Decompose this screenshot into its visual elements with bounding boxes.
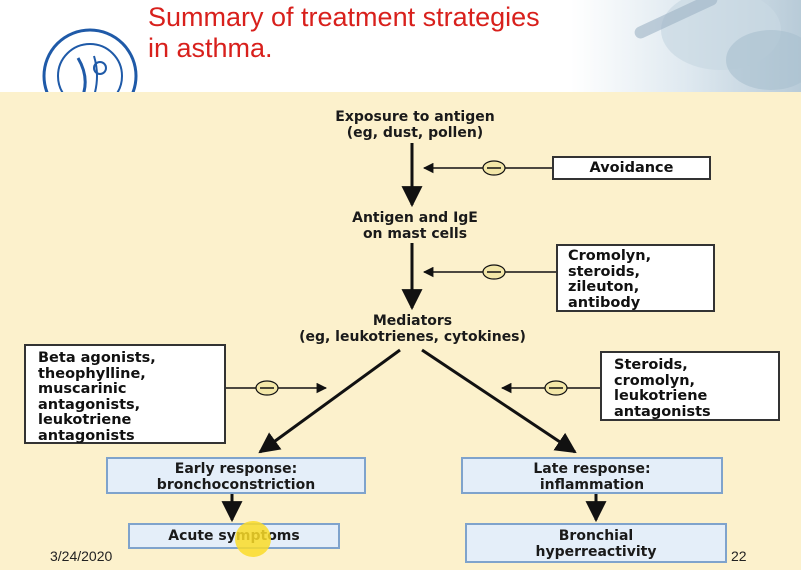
beta-line-3: muscarinic (38, 381, 127, 397)
box-avoidance: Avoidance (552, 156, 711, 180)
bronchial-line-2: hyperreactivity (535, 544, 657, 560)
inhibitor-symbol-cromolyn (482, 264, 506, 280)
pointer-highlight (235, 521, 271, 557)
beta-line-2: theophylline, (38, 365, 146, 382)
steroids-line-3: leukotriene (614, 388, 708, 404)
inhibitor-symbol-beta (255, 380, 279, 396)
cromolyn-line-2: steroids, (568, 263, 640, 280)
steroids-line-4: antagonists (614, 403, 711, 420)
node-exposure: Exposure to antigen (eg, dust, pollen) (290, 109, 540, 141)
box-acute-symptoms: Acute symptoms (128, 523, 340, 549)
beta-line-5: leukotriene (38, 412, 132, 428)
box-late-response: Late response: inflammation (461, 457, 723, 494)
cromolyn-line-1: Cromolyn, (568, 248, 652, 264)
box-steroids: Steroids, cromolyn, leukotriene antagoni… (600, 351, 780, 421)
beta-line-1: Beta agonists, (38, 350, 156, 366)
arrow-mediators-to-late (421, 348, 577, 454)
early-line-2: bronchoconstriction (156, 477, 316, 493)
cromolyn-line-4: antibody (568, 294, 641, 311)
university-logo (42, 28, 138, 92)
cromolyn-line-3: zileuton, (568, 279, 640, 295)
mediators-line-2: (eg, leukotrienes, cytokines) (299, 329, 526, 345)
slide-page-number: 22 (731, 548, 747, 564)
exposure-line-2: (eg, dust, pollen) (346, 125, 484, 141)
steroids-line-1: Steroids, (614, 357, 688, 373)
box-early-response: Early response: bronchoconstriction (106, 457, 366, 494)
bronchial-line-1: Bronchial (558, 528, 634, 544)
title-line-1: Summary of treatment strategies (148, 2, 540, 32)
beta-line-6: antagonists (38, 427, 135, 444)
arrow-mediators-to-early (258, 348, 401, 454)
antigen-line-2: on mast cells (362, 226, 468, 242)
slide-date: 3/24/2020 (50, 548, 113, 564)
steroids-line-2: cromolyn, (614, 372, 696, 389)
exposure-line-1: Exposure to antigen (335, 109, 495, 125)
late-line-2: inflammation (539, 477, 645, 493)
box-cromolyn: Cromolyn, steroids, zileuton, antibody (556, 244, 715, 312)
early-line-1: Early response: (174, 461, 298, 477)
acute-label: Acute symptoms (168, 528, 300, 544)
header-decoration (571, 0, 801, 92)
box-bronchial: Bronchial hyperreactivity (465, 523, 727, 563)
box-beta-agonists: Beta agonists, theophylline, muscarinic … (24, 344, 226, 444)
node-antigen-ige: Antigen and IgE on mast cells (300, 210, 530, 242)
avoidance-label: Avoidance (589, 160, 674, 176)
mediators-line-1: Mediators (372, 313, 453, 329)
title-line-2: in asthma. (148, 33, 273, 63)
slide-header: Summary of treatment strategies in asthm… (0, 0, 801, 92)
inhibitor-symbol-steroids (544, 380, 568, 396)
slide-title: Summary of treatment strategies in asthm… (148, 2, 540, 64)
late-line-1: Late response: (533, 461, 651, 477)
node-mediators: Mediators (eg, leukotrienes, cytokines) (240, 313, 585, 345)
antigen-line-1: Antigen and IgE (352, 210, 478, 226)
beta-line-4: antagonists, (38, 396, 141, 413)
inhibitor-symbol-avoidance (482, 160, 506, 176)
